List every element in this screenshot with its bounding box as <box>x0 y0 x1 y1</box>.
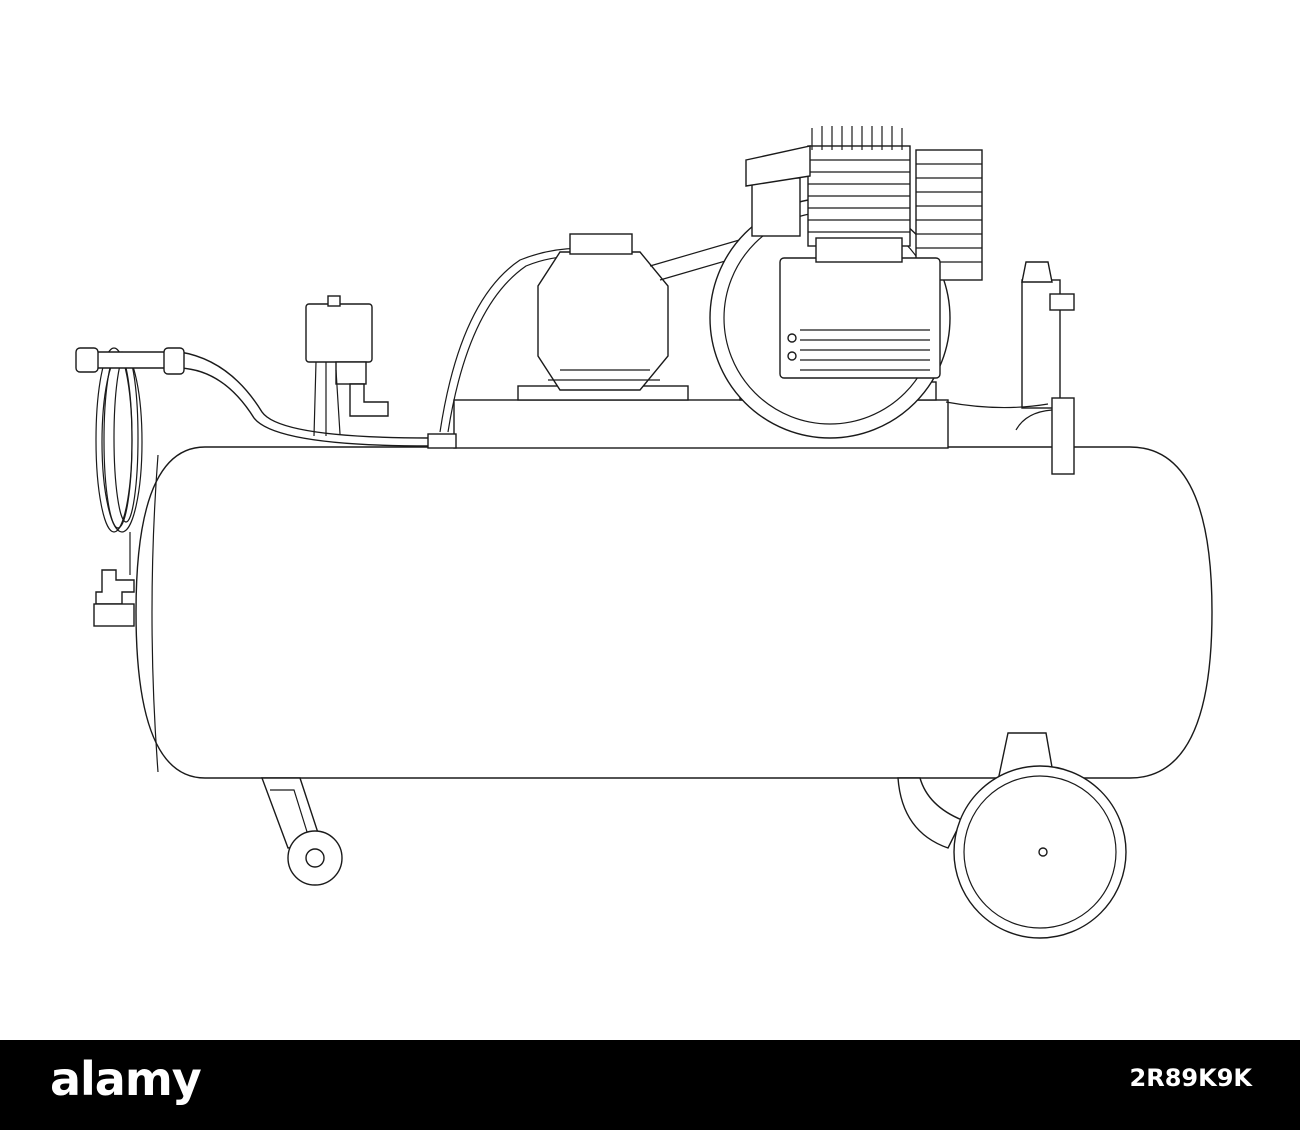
air-tank <box>135 446 1213 779</box>
pressure-switch-cap <box>327 295 341 307</box>
air-compressor-illustration <box>75 126 1213 939</box>
cylinder-head-fins <box>915 149 983 281</box>
drain-valve-body <box>93 603 135 627</box>
motor-terminal-box <box>569 233 633 255</box>
crankcase-bolt-2 <box>787 351 797 361</box>
cooling-fins <box>807 126 911 247</box>
electric-motor <box>537 251 669 391</box>
crankcase-fins <box>800 329 930 371</box>
coiled-hose <box>95 347 143 575</box>
tank-end-cap <box>151 454 159 773</box>
regulator-knob <box>349 383 389 417</box>
crankcase-cover <box>815 237 903 263</box>
pressure-regulator <box>335 361 367 385</box>
handle-grip <box>75 347 99 373</box>
alamy-logo: alamy <box>50 1052 202 1106</box>
check-valve <box>1051 397 1075 475</box>
outlet-pipe <box>945 401 1053 431</box>
air-filter <box>751 177 801 237</box>
pressure-switch <box>305 303 373 363</box>
wheel-fork <box>897 777 963 849</box>
large-wheel-inner <box>963 775 1117 929</box>
crankcase-bolt <box>787 333 797 343</box>
watermark-bar: alamy 2R89K9K <box>0 1040 1300 1130</box>
air-filter-cap <box>745 145 811 187</box>
motor-feet <box>548 369 660 381</box>
large-wheel-hub <box>1038 847 1048 857</box>
handle-grip-right <box>163 347 185 375</box>
pipe-connector <box>427 433 457 449</box>
castor-wheel-hub <box>305 848 325 868</box>
drain-valve <box>95 569 135 605</box>
handle-bar <box>95 351 431 447</box>
castor-bracket-shade <box>270 789 309 836</box>
image-code: 2R89K9K <box>1129 1064 1252 1092</box>
safety-valve-knob <box>1049 293 1075 311</box>
switch-wiring <box>313 361 341 437</box>
safety-valve-cap <box>1021 261 1053 283</box>
